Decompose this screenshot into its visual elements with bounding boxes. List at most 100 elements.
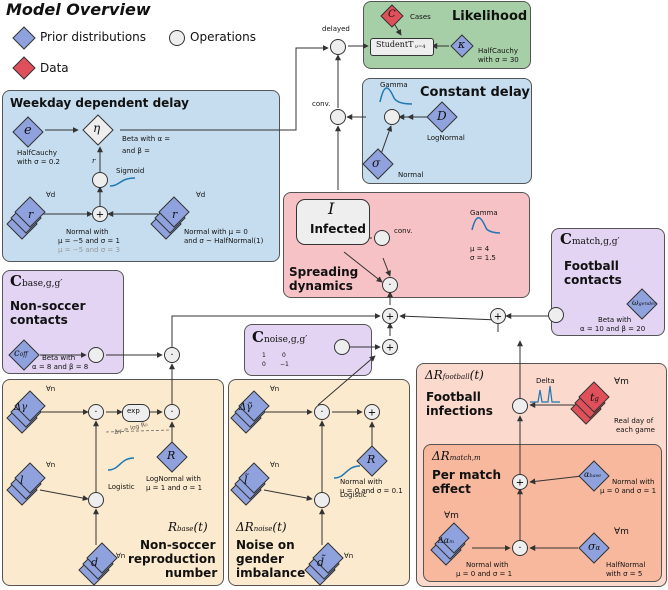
spread-dot-circle: · <box>382 277 398 293</box>
rnoise-title-2: gender <box>236 552 284 566</box>
delta-label: Delta <box>536 377 555 385</box>
forall-d-2: ∀d <box>196 191 206 199</box>
match-title-2: effect <box>432 482 471 496</box>
sigmoid-label: Sigmoid <box>116 167 145 175</box>
cmatch-panel <box>551 228 665 336</box>
svg-text:+: + <box>386 312 394 323</box>
svg-text:·: · <box>170 350 173 361</box>
cmatch-symbol: Cmatch,g,g′ <box>560 230 620 248</box>
logistic-label-1: Logistic <box>108 483 135 491</box>
rbase-forall-1: ∀n <box>46 385 56 393</box>
e-symbol: e <box>24 123 32 138</box>
kappa-prior-2: with σ = 30 <box>478 56 519 64</box>
tg-symbol: tg <box>590 391 599 404</box>
spread-conv-label: conv. <box>394 227 413 235</box>
cmatch-title-2: contacts <box>564 273 622 287</box>
kappa-prior-diamond <box>450 34 474 58</box>
R0-noise-prior-2: μ = 0 and σ = 0.1 <box>340 487 403 495</box>
legend-prior: Prior distributions <box>40 30 147 44</box>
rnoise-forall-2: ∀n <box>270 461 280 469</box>
rbase-prior-1: Normal with <box>66 228 109 236</box>
football-forall: ∀m <box>614 377 629 387</box>
cnoise-m22: −1 <box>280 361 289 368</box>
noise-plus-circle: + <box>382 339 398 355</box>
rnoise-title-3: imbalance <box>236 566 306 580</box>
l-noise-stack-diamonds <box>230 462 270 506</box>
svg-text:·: · <box>320 407 323 418</box>
svg-text:+: + <box>96 210 104 221</box>
R0-noise-prior-diamond <box>356 445 388 477</box>
gamma-label-top: Gamma <box>380 81 408 89</box>
svg-text:+: + <box>368 408 376 419</box>
svg-text:·: · <box>170 407 173 418</box>
l-symbol: l <box>20 474 24 487</box>
cases-data-diamond <box>380 4 404 28</box>
svg-text:·: · <box>388 280 391 291</box>
sigmoid-op-circle <box>92 172 108 188</box>
spreading-title-2: dynamics <box>289 279 353 293</box>
D-symbol: D <box>437 109 447 123</box>
d-stack-diamonds <box>78 542 118 586</box>
rbase-label: Rbase(t) <box>168 520 208 534</box>
spreading-title-1: Spreading <box>289 265 359 279</box>
studentt-label: StudentT <box>376 40 414 49</box>
e-prior-diamond <box>12 116 44 148</box>
cases-label: Cases <box>410 13 431 21</box>
R0-symbol: R <box>167 449 176 462</box>
conv-op-circle <box>330 109 346 125</box>
l-stack-diamonds <box>6 462 46 506</box>
sigma-alpha-prior-2: with σ = 5 <box>606 570 643 578</box>
operation-legend-circle-icon <box>169 30 185 46</box>
exp-node <box>122 404 150 422</box>
match-panel <box>423 444 662 582</box>
rbase-title-2: reproduction <box>128 552 216 566</box>
dalpha-prior-1: Normal with <box>466 561 509 569</box>
e-prior-2: with σ = 0.2 <box>17 158 60 166</box>
kappa-prior-1: HalfCauchy <box>478 47 519 55</box>
match-forall-2: ∀m <box>614 527 629 537</box>
r-base-symbol: r <box>28 208 34 221</box>
main-plus-circle: + <box>382 308 398 324</box>
dr-stack-diamonds <box>150 196 190 240</box>
sigmaD-prior-label: Normal <box>398 171 424 179</box>
dr-symbol: r <box>172 208 178 221</box>
rbase-op-circle-1: · <box>88 404 104 420</box>
cnoise-symbol: Cnoise,g,g′ <box>252 328 308 346</box>
alpha-base-symbol: αbase <box>584 470 602 479</box>
coff-symbol: coff <box>14 348 28 359</box>
rnoise-forall-1: ∀n <box>270 385 280 393</box>
plus-op-circle: + <box>92 206 108 222</box>
e-prior-1: HalfCauchy <box>17 149 58 157</box>
omega-symbol: ωgender <box>632 298 657 307</box>
rnoise-label: ΔRnoise(t) <box>236 520 287 534</box>
cmatch-op-circle <box>548 307 564 323</box>
constant-delay-title: Constant delay <box>420 85 530 100</box>
rbase-mult-circle: · <box>164 347 180 363</box>
svg-text:+: + <box>516 478 524 489</box>
delayed-label: delayed <box>322 25 350 33</box>
D-prior-diamond <box>426 101 458 133</box>
delayed-op-circle <box>330 39 346 55</box>
spread-gamma-mu: μ = 4 <box>470 245 490 253</box>
svg-text:+: + <box>494 312 502 323</box>
cbase-title-2: contacts <box>10 313 68 327</box>
legend-data: Data <box>40 61 69 75</box>
rbase-title-3: number <box>165 566 218 580</box>
dgamma-noise-symbol: Δγ̃ <box>239 402 253 413</box>
l-noise-symbol: l̃ <box>244 474 248 487</box>
match-mult-op-circle: · <box>512 540 528 556</box>
alpha-base-prior-2: μ = 0 and σ = 1 <box>600 487 657 495</box>
cbase-symbol: Cbase,g,g′ <box>10 272 63 290</box>
cases-symbol: C <box>388 9 396 20</box>
tg-note-2: each game <box>616 426 655 434</box>
rnoise-forall-3: ∀n <box>344 552 354 560</box>
match-plus-op-circle: + <box>512 474 528 490</box>
rnoise-plus-circle: + <box>364 404 380 420</box>
cnoise-op-circle <box>334 339 350 355</box>
cbase-title-1: Non-soccer <box>10 299 86 313</box>
cnoise-m21: 0 <box>262 361 266 368</box>
dalpha-symbol: Δαm <box>438 536 454 545</box>
cmatch-title-1: Football <box>564 259 619 273</box>
studentt-node <box>370 38 434 56</box>
rbase-prior-2: μ = −5 and σ = 1 <box>58 237 120 245</box>
